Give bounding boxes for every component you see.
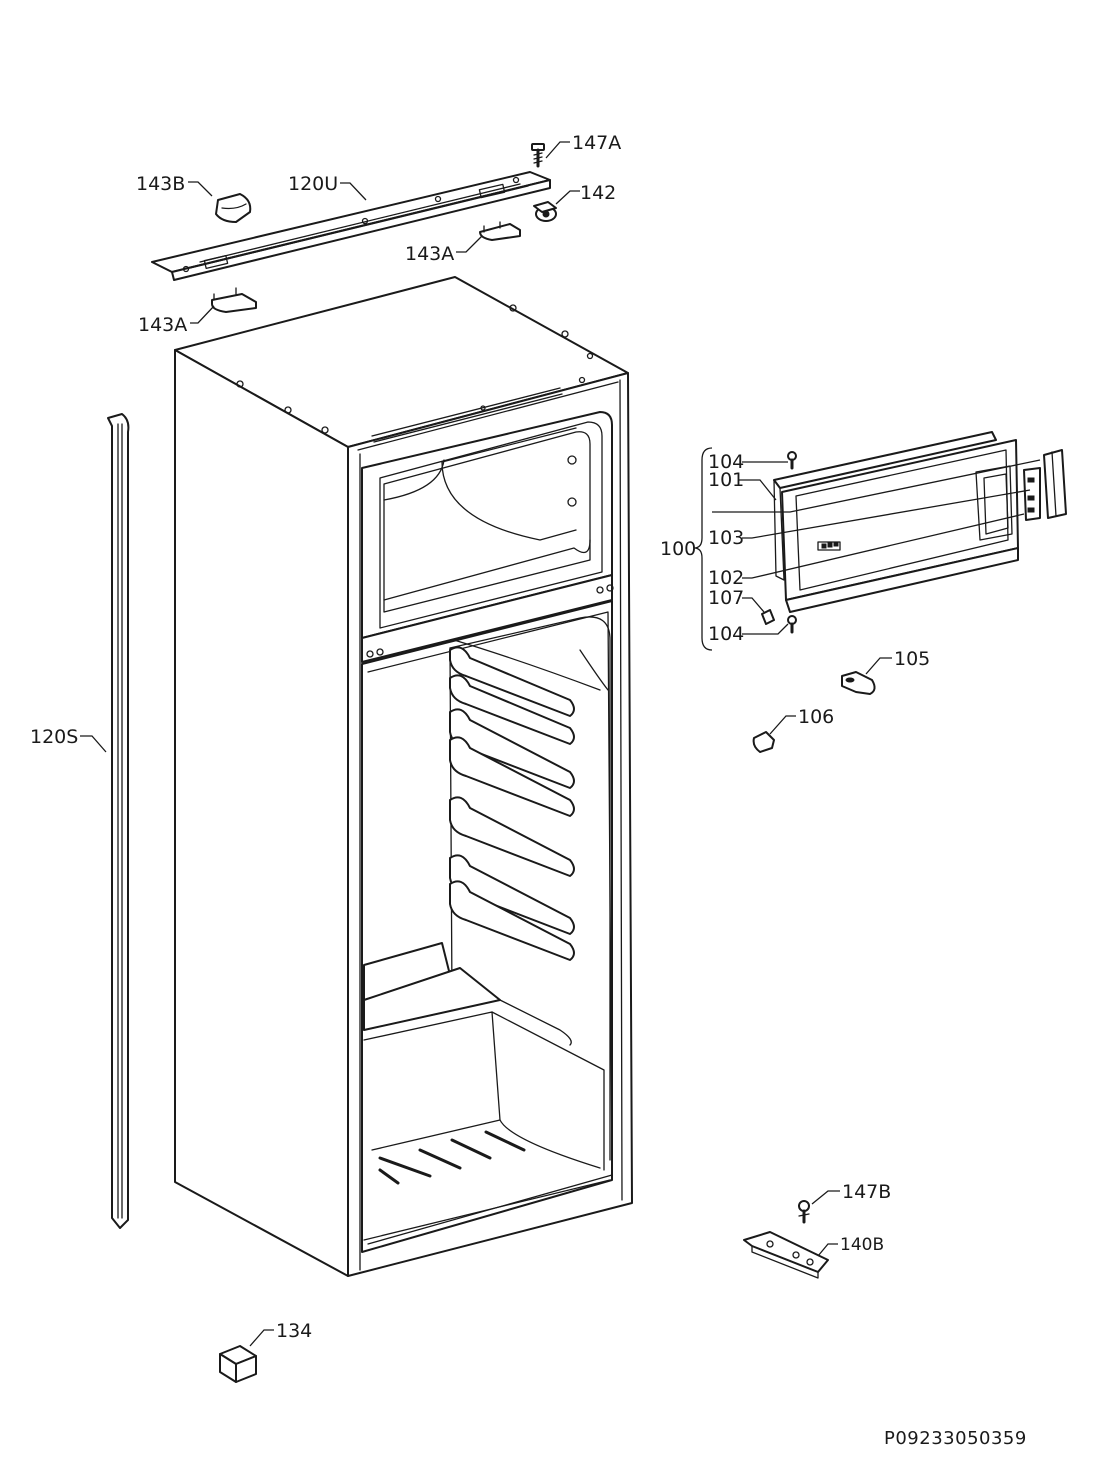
label-142: 142 (580, 182, 616, 204)
label-140B: 140B (840, 1235, 884, 1255)
part-120U-top-hinge-bar (151, 171, 551, 281)
label-107: 107 (708, 587, 744, 609)
cabinet-body (174, 276, 633, 1277)
leader-lines (80, 141, 1041, 1347)
label-102: 102 (708, 567, 744, 589)
label-103: 103 (708, 527, 744, 549)
part-120S-side-strip (107, 413, 130, 1229)
part-143B-cap (215, 193, 252, 223)
label-143A-top: 143A (405, 243, 454, 265)
label-105: 105 (894, 648, 930, 670)
label-143A-bottom: 143A (138, 314, 187, 336)
part-143A-hinge-cover-bottom (211, 287, 257, 313)
part-100-freezer-door-assembly (693, 431, 1067, 651)
label-100: 100 (660, 538, 696, 560)
label-143B: 143B (136, 173, 185, 195)
part-147A-screw (531, 143, 545, 168)
part-105-hinge-pin (841, 671, 876, 695)
part-106-cap (752, 731, 775, 753)
part-143A-hinge-cover-top (479, 221, 521, 241)
part-104-screw-top (787, 451, 797, 470)
shelf-runners (449, 646, 575, 961)
part-104-screw-bottom (787, 615, 797, 634)
label-147A: 147A (572, 132, 621, 154)
label-120S: 120S (30, 726, 78, 748)
label-134: 134 (276, 1320, 312, 1342)
label-104-bottom: 104 (708, 623, 744, 645)
part-107-clip (761, 609, 775, 625)
label-104-top: 104 (708, 451, 744, 473)
label-120U: 120U (288, 173, 338, 195)
label-101: 101 (708, 469, 744, 491)
part-140B-bottom-hinge (743, 1231, 829, 1279)
label-106: 106 (798, 706, 834, 728)
part-142-bushing (533, 201, 557, 222)
label-147B: 147B (842, 1181, 891, 1203)
part-134-block (219, 1345, 257, 1383)
part-147B-screw (798, 1200, 810, 1224)
document-id: P09233050359 (884, 1428, 1027, 1449)
callout-labels: 147A 143B 120U 142 143A 143A 104 101 103… (30, 132, 930, 1342)
